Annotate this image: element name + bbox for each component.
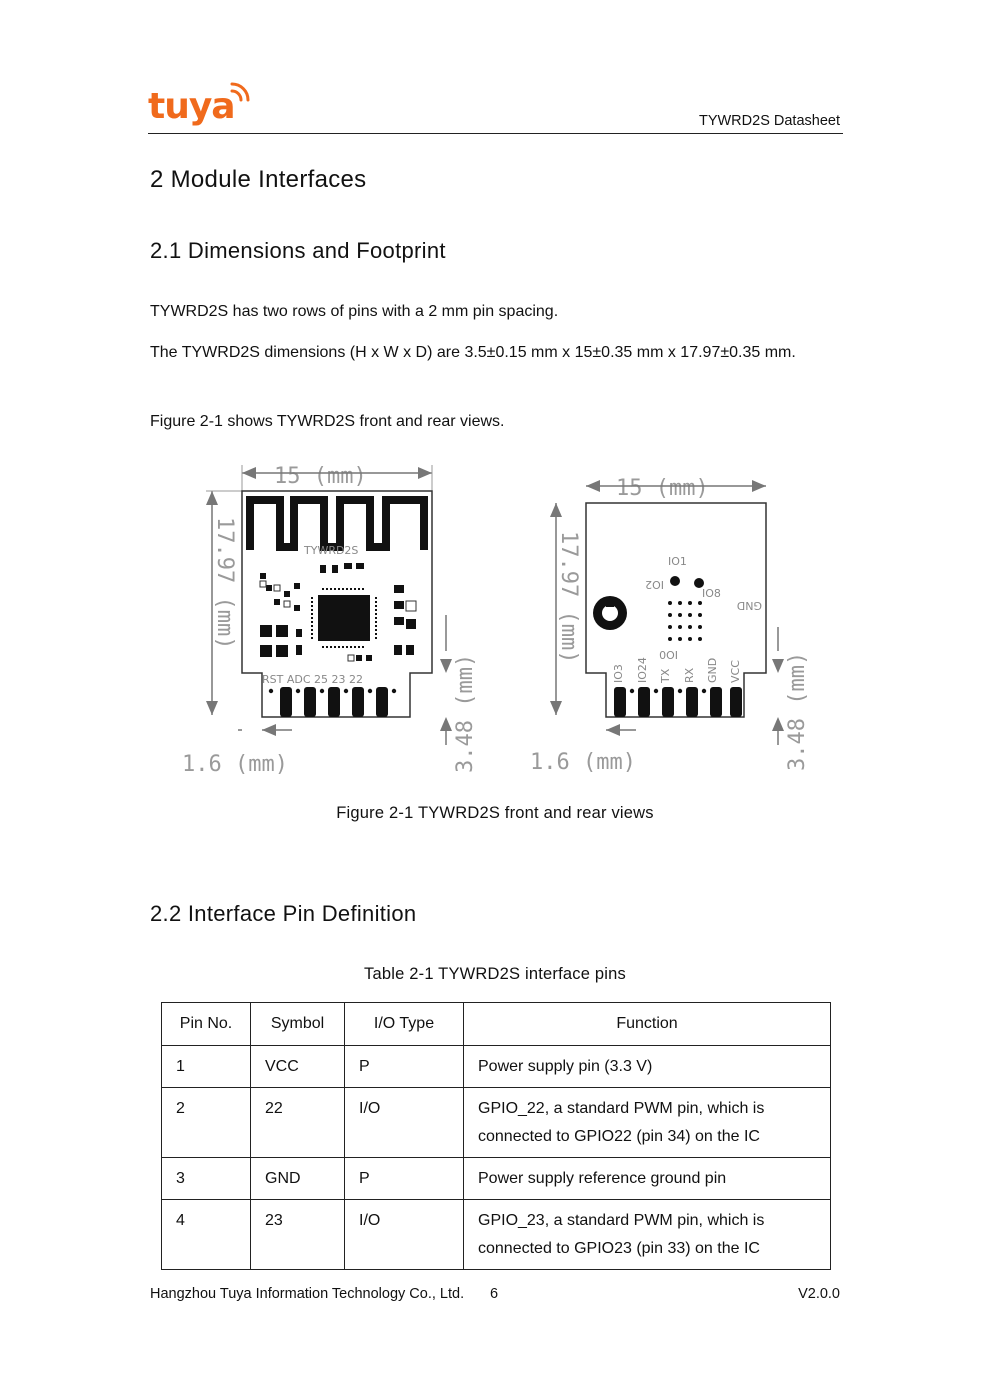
header-pin-no: Pin No.	[161, 1002, 251, 1046]
cell-io-type: I/O	[344, 1087, 464, 1158]
logo-text: tuya	[148, 86, 235, 127]
rear-pin-vcc: VCC	[729, 660, 742, 683]
footer-company: Hangzhou Tuya Information Technology Co.…	[150, 1286, 465, 1302]
header-divider	[148, 133, 843, 134]
cell-function: GPIO_23, a standard PWM pin, which is co…	[463, 1199, 831, 1270]
rear-pin-io3: IO3	[612, 664, 625, 683]
cell-symbol: 23	[250, 1199, 345, 1270]
cell-io-type: P	[344, 1045, 464, 1088]
rear-pin-gnd: GND	[706, 658, 719, 683]
subsection-heading-dimensions: 2.1 Dimensions and Footprint	[150, 238, 446, 263]
rear-pin-io24: IO24	[636, 657, 649, 683]
table-row: 1 VCC P Power supply pin (3.3 V)	[161, 1045, 831, 1088]
rear-pad-io1: IO1	[668, 555, 687, 568]
document-title: TYWRD2S Datasheet	[698, 113, 840, 129]
header-function: Function	[463, 1002, 831, 1046]
rear-pad-io8: IO8	[702, 587, 721, 600]
front-height-label: 17.97 (mm)	[212, 517, 237, 649]
module-views-figure: 15 (mm) 17.97 (mm) TYWRD2S	[182, 464, 810, 777]
table-caption: Table 2-1 TYWRD2S interface pins	[364, 965, 626, 983]
rear-pin-tx: TX	[659, 668, 672, 684]
table-row: 2 22 I/O GPIO_22, a standard PWM pin, wh…	[161, 1087, 831, 1158]
cell-function: GPIO_22, a standard PWM pin, which is co…	[463, 1087, 831, 1158]
pin-definition-table: Pin No. Symbol I/O Type Function 1 VCC P…	[161, 1002, 831, 1270]
rear-pad-io2: IO2	[645, 578, 664, 591]
rear-pad-io0: IO0	[659, 648, 678, 661]
header-symbol: Symbol	[250, 1002, 345, 1046]
cell-pin-no: 2	[161, 1087, 251, 1158]
rear-pin-rx: RX	[683, 667, 696, 683]
front-module-label: TYWRD2S	[303, 544, 358, 557]
paragraph-dimensions: The TYWRD2S dimensions (H x W x D) are 3…	[150, 344, 796, 361]
page-number: 6	[490, 1286, 499, 1302]
table-header-row: Pin No. Symbol I/O Type Function	[161, 1002, 831, 1046]
cell-function: Power supply reference ground pin	[463, 1157, 831, 1200]
cell-pin-no: 3	[161, 1157, 251, 1200]
table-row: 3 GND P Power supply reference ground pi…	[161, 1157, 831, 1200]
cell-pin-no: 1	[161, 1045, 251, 1088]
front-pin-offset-label: 1.6 (mm)	[182, 752, 288, 777]
cell-pin-no: 4	[161, 1199, 251, 1270]
footer-version: V2.0.0	[798, 1286, 840, 1302]
tuya-logo: tuya	[148, 82, 250, 127]
rear-pin-offset-label: 1.6 (mm)	[530, 750, 636, 775]
header-io-type: I/O Type	[344, 1002, 464, 1046]
paragraph-pin-spacing: TYWRD2S has two rows of pins with a 2 mm…	[150, 303, 559, 320]
paragraph-figure-reference: Figure 2-1 shows TYWRD2S front and rear …	[150, 413, 505, 430]
front-pin-labels: RST ADC 25 23 22	[262, 673, 363, 686]
rear-pad-gnd: GND	[737, 599, 762, 612]
rear-pin-length-label: 3.48 (mm)	[785, 652, 810, 771]
rear-height-label: 17.97 (mm)	[556, 531, 581, 663]
table-row: 4 23 I/O GPIO_23, a standard PWM pin, wh…	[161, 1199, 831, 1270]
cell-symbol: VCC	[250, 1045, 345, 1088]
cell-io-type: P	[344, 1157, 464, 1200]
cell-io-type: I/O	[344, 1199, 464, 1270]
front-view-drawing: 15 (mm) 17.97 (mm) TYWRD2S	[182, 464, 478, 777]
figure-caption: Figure 2-1 TYWRD2S front and rear views	[336, 804, 654, 822]
rear-width-label: 15 (mm)	[616, 476, 709, 501]
cell-symbol: GND	[250, 1157, 345, 1200]
cell-function: Power supply pin (3.3 V)	[463, 1045, 831, 1088]
front-width-label: 15 (mm)	[274, 464, 367, 489]
front-pin-length-label: 3.48 (mm)	[453, 654, 478, 773]
cell-symbol: 22	[250, 1087, 345, 1158]
section-heading: 2 Module Interfaces	[150, 166, 367, 193]
subsection-heading-pins: 2.2 Interface Pin Definition	[150, 901, 417, 926]
rear-view-drawing: 15 (mm) 17.97 (mm) IO1 IO2 IO8 GND IO0 I…	[530, 476, 810, 775]
